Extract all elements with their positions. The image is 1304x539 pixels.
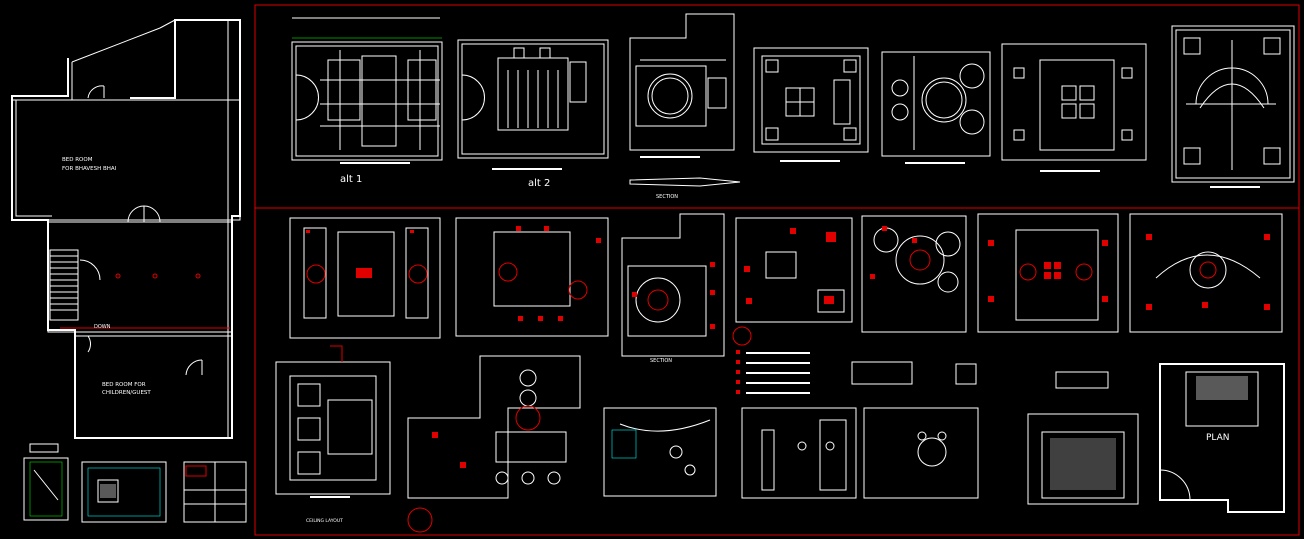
row3-panels: CEILING LAYOUT xyxy=(275,326,1139,533)
panel-alt1: alt 1 xyxy=(291,17,443,185)
floor-plan: BED ROOM FOR BHAVESH BHAI BED ROOM FOR C… xyxy=(11,19,241,439)
small-details xyxy=(23,443,247,523)
ceiling-layout-label: CEILING LAYOUT xyxy=(306,518,343,524)
alt2-label: alt 2 xyxy=(528,178,550,189)
alt1-label: alt 1 xyxy=(340,174,362,185)
panel-arc-ceiling xyxy=(1171,25,1295,188)
panel-center-grid xyxy=(1001,43,1147,172)
panel-circles xyxy=(881,51,991,164)
sheet-frame xyxy=(254,4,1300,536)
panel-square-grid xyxy=(753,47,869,162)
bedroom-children-sublabel: CHILDREN/GUEST xyxy=(102,390,151,396)
down-label: DOWN xyxy=(94,324,111,330)
plan-label: PLAN xyxy=(1206,433,1230,443)
panel-alt2: alt 2 xyxy=(457,39,609,189)
section2-label: SECTION xyxy=(650,358,672,364)
bedroom-children-label: BED ROOM FOR xyxy=(102,382,146,388)
panel-section-circle: SECTION xyxy=(629,13,741,200)
section-label: SECTION xyxy=(656,194,678,200)
plan-panel: PLAN xyxy=(1159,363,1285,513)
row2-panels: SECTION xyxy=(289,213,1283,364)
bedroom-bhavesh-sublabel: FOR BHAVESH BHAI xyxy=(62,166,117,172)
bedroom-bhavesh-label: BED ROOM xyxy=(62,157,93,163)
